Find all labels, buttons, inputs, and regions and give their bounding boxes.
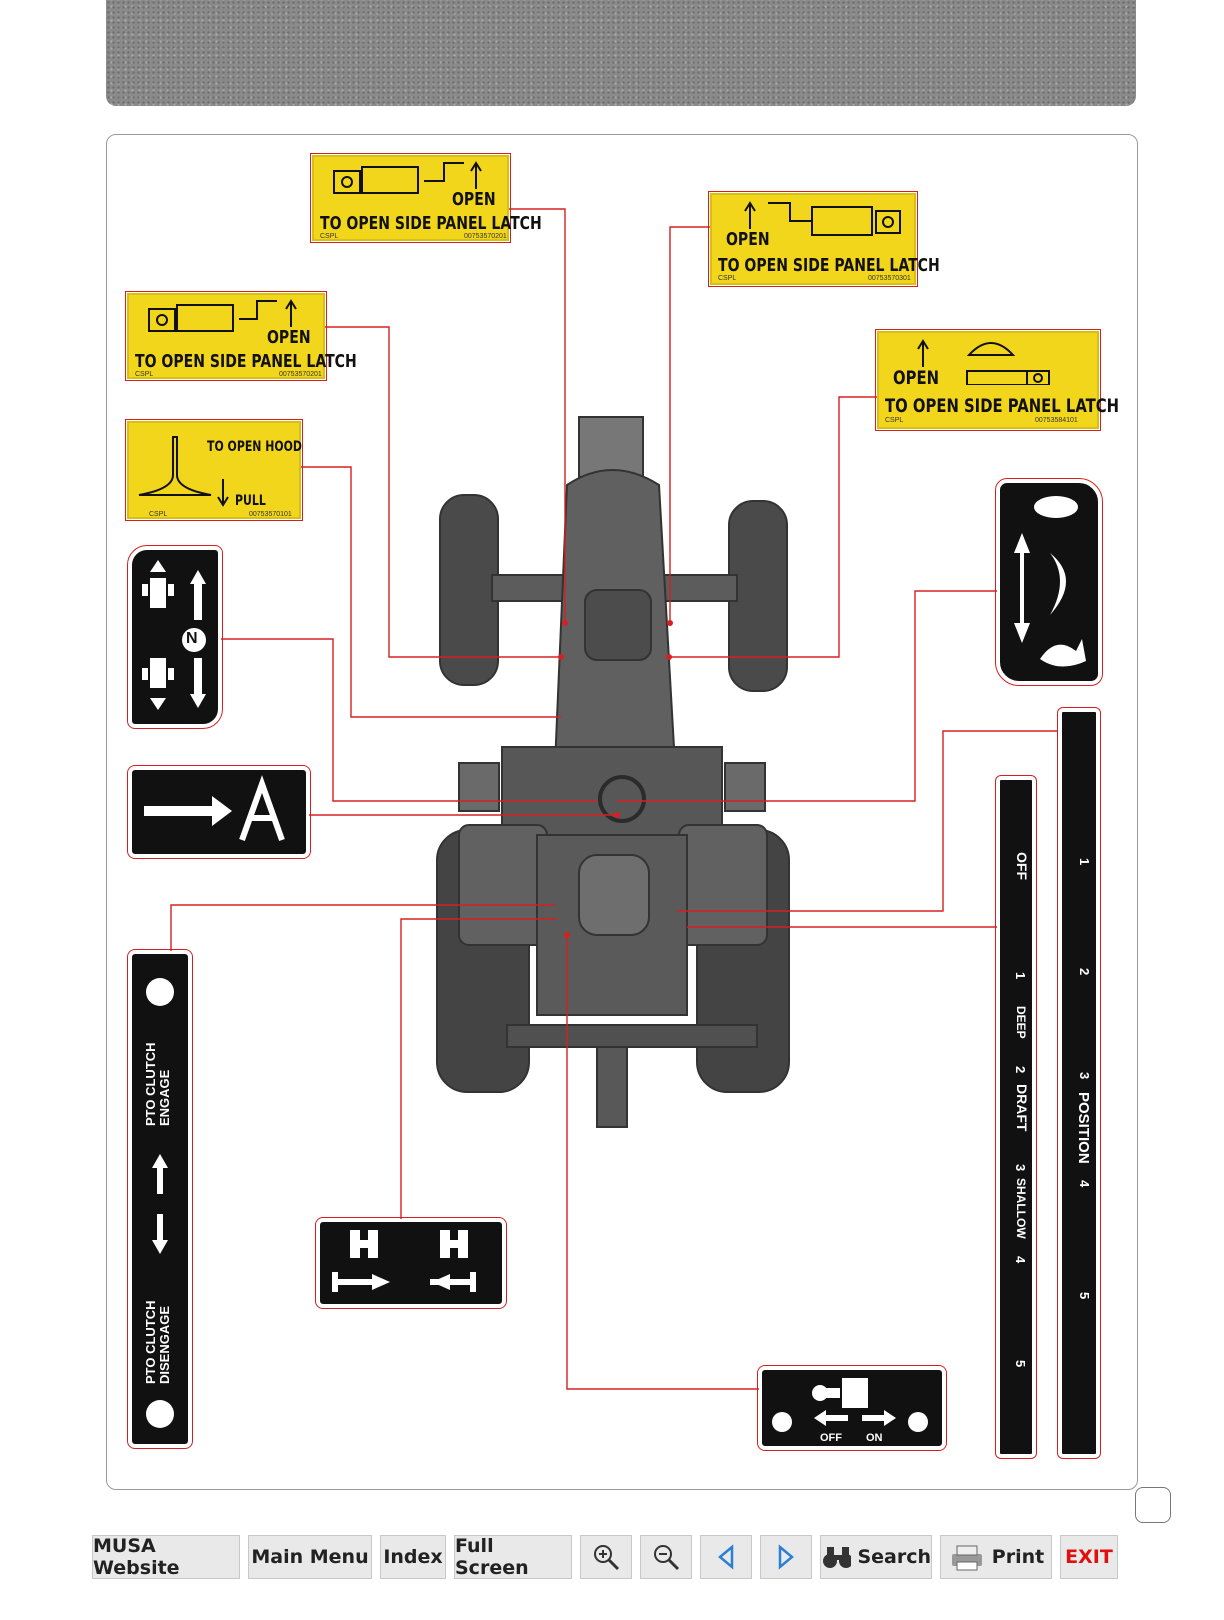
- hood-open-decal: TO OPEN HOOD PULL CSPL 00753570101: [125, 419, 303, 521]
- full-screen-button[interactable]: Full Screen: [454, 1535, 572, 1579]
- previous-page-button[interactable]: [700, 1535, 752, 1579]
- zoom-out-icon: [654, 1545, 680, 1571]
- scale-mark: 2: [1077, 968, 1092, 976]
- scale-mark: 1: [1077, 858, 1092, 866]
- pto-on-off-decal: OFF ON: [757, 1365, 947, 1451]
- scale-mark: 5: [1077, 1292, 1092, 1300]
- latch-label: TO OPEN SIDE PANEL LATCH: [718, 255, 940, 276]
- draft-label: DRAFT: [1014, 1084, 1030, 1132]
- printer-icon: [951, 1545, 982, 1571]
- part-code: 00753584101: [1035, 417, 1078, 424]
- cspl-mark: CSPL: [885, 417, 904, 424]
- pto-disengage-label: PTO CLUTCH DISENGAGE: [143, 1300, 172, 1384]
- cspl-mark: CSPL: [135, 371, 154, 378]
- header-banner: [106, 0, 1136, 106]
- cspl-mark: CSPL: [718, 275, 737, 282]
- scale-mark: 5: [1013, 1360, 1028, 1368]
- scale-mark: 1: [1013, 972, 1028, 980]
- musa-website-button[interactable]: MUSA Website: [92, 1535, 240, 1579]
- musa-website-label: MUSA Website: [93, 1535, 180, 1579]
- pull-label: PULL: [235, 493, 266, 509]
- latch-icon: [333, 161, 482, 194]
- scale-mark: 3: [1077, 1072, 1092, 1080]
- side-panel-latch-decal-1: OPEN TO OPEN SIDE PANEL LATCH CSPL 00753…: [310, 153, 542, 243]
- previous-page-icon: [718, 1544, 734, 1570]
- next-page-icon: [778, 1544, 794, 1570]
- neutral-label: N: [186, 630, 198, 647]
- open-label: OPEN: [726, 229, 770, 250]
- latch-icon: [744, 201, 901, 236]
- pto-shaft-icon: [146, 978, 174, 1428]
- search-label: Search: [857, 1546, 931, 1568]
- index-label: Index: [383, 1546, 443, 1568]
- scale-mark: 2: [1013, 1066, 1028, 1074]
- zoom-in-button[interactable]: [580, 1535, 632, 1579]
- zoom-in-icon: [594, 1545, 620, 1571]
- side-panel-latch-decal-2: OPEN TO OPEN SIDE PANEL LATCH CSPL 00753…: [708, 191, 940, 287]
- print-button[interactable]: Print: [940, 1535, 1052, 1579]
- part-code: 00753570201: [464, 233, 507, 240]
- direction-shift-decal: N: [127, 545, 223, 729]
- hood-pull-handle-icon: [138, 436, 229, 507]
- exit-label: EXIT: [1065, 1546, 1113, 1568]
- scale-mark: 3: [1013, 1164, 1028, 1172]
- binoculars-icon: [823, 1547, 852, 1568]
- forward-reverse-icon: [142, 560, 206, 710]
- deep-label: DEEP: [1014, 1006, 1028, 1039]
- side-panel-latch-decal-3: OPEN TO OPEN SIDE PANEL LATCH CSPL 00753…: [125, 291, 357, 381]
- index-button[interactable]: Index: [380, 1535, 446, 1579]
- open-label: OPEN: [267, 327, 311, 348]
- page-number-box: [1135, 1487, 1171, 1523]
- position-control-scale-decal: 1 2 3 4 5 POSITION: [1057, 707, 1101, 1459]
- cspl-mark: CSPL: [149, 511, 168, 518]
- on-label: ON: [866, 1432, 883, 1444]
- side-panel-latch-decal-4: OPEN TO OPEN SIDE PANEL LATCH CSPL 00753…: [875, 329, 1119, 431]
- pto-switch-icon: [772, 1378, 928, 1432]
- tractor-illustration: [170, 208, 1057, 1390]
- latch-label: TO OPEN SIDE PANEL LATCH: [135, 351, 357, 372]
- next-page-button[interactable]: [760, 1535, 812, 1579]
- drive-mode-icon: [332, 1230, 476, 1292]
- latch-icon: [148, 299, 297, 332]
- part-code: 00753570301: [868, 275, 911, 282]
- pto-engage-label: PTO CLUTCH ENGAGE: [143, 1042, 172, 1126]
- hood-latch-icon: [917, 339, 1050, 385]
- open-label: OPEN: [893, 367, 939, 389]
- open-label: OPEN: [452, 189, 496, 210]
- hood-label: TO OPEN HOOD: [207, 439, 303, 455]
- zoom-out-button[interactable]: [640, 1535, 692, 1579]
- turtle-rabbit-icon: [1014, 496, 1086, 667]
- latch-label: TO OPEN SIDE PANEL LATCH: [885, 395, 1120, 417]
- shallow-label: SHALLOW: [1014, 1178, 1028, 1239]
- part-code: 00753570101: [249, 511, 292, 518]
- four-wheel-drive-decal: [315, 1217, 507, 1309]
- off-scale-label: OFF: [1014, 852, 1030, 880]
- latch-label: TO OPEN SIDE PANEL LATCH: [320, 213, 542, 234]
- right-arrow-icon: [144, 775, 285, 842]
- cspl-mark: CSPL: [320, 233, 339, 240]
- position-label: POSITION: [1075, 1092, 1092, 1164]
- search-button[interactable]: Search: [820, 1535, 932, 1579]
- draft-control-scale-decal: OFF DEEP DRAFT SHALLOW 1 2 3 4 5: [995, 775, 1037, 1459]
- speed-range-decal: [995, 478, 1103, 686]
- main-menu-button[interactable]: Main Menu: [248, 1535, 372, 1579]
- steering-direction-decal: [127, 765, 311, 859]
- pto-clutch-decal: PTO CLUTCH ENGAGE PTO CLUTCH DISENGAGE: [127, 949, 193, 1449]
- full-screen-label: Full Screen: [455, 1535, 529, 1579]
- scale-mark: 4: [1013, 1256, 1028, 1264]
- main-menu-label: Main Menu: [251, 1546, 369, 1568]
- exit-button[interactable]: EXIT: [1060, 1535, 1118, 1579]
- off-label: OFF: [820, 1432, 842, 1444]
- part-code: 00753570201: [279, 371, 322, 378]
- scale-mark: 4: [1077, 1180, 1092, 1188]
- decal-diagram-frame: OPEN TO OPEN SIDE PANEL LATCH CSPL 00753…: [106, 134, 1138, 1490]
- print-label: Print: [991, 1546, 1045, 1568]
